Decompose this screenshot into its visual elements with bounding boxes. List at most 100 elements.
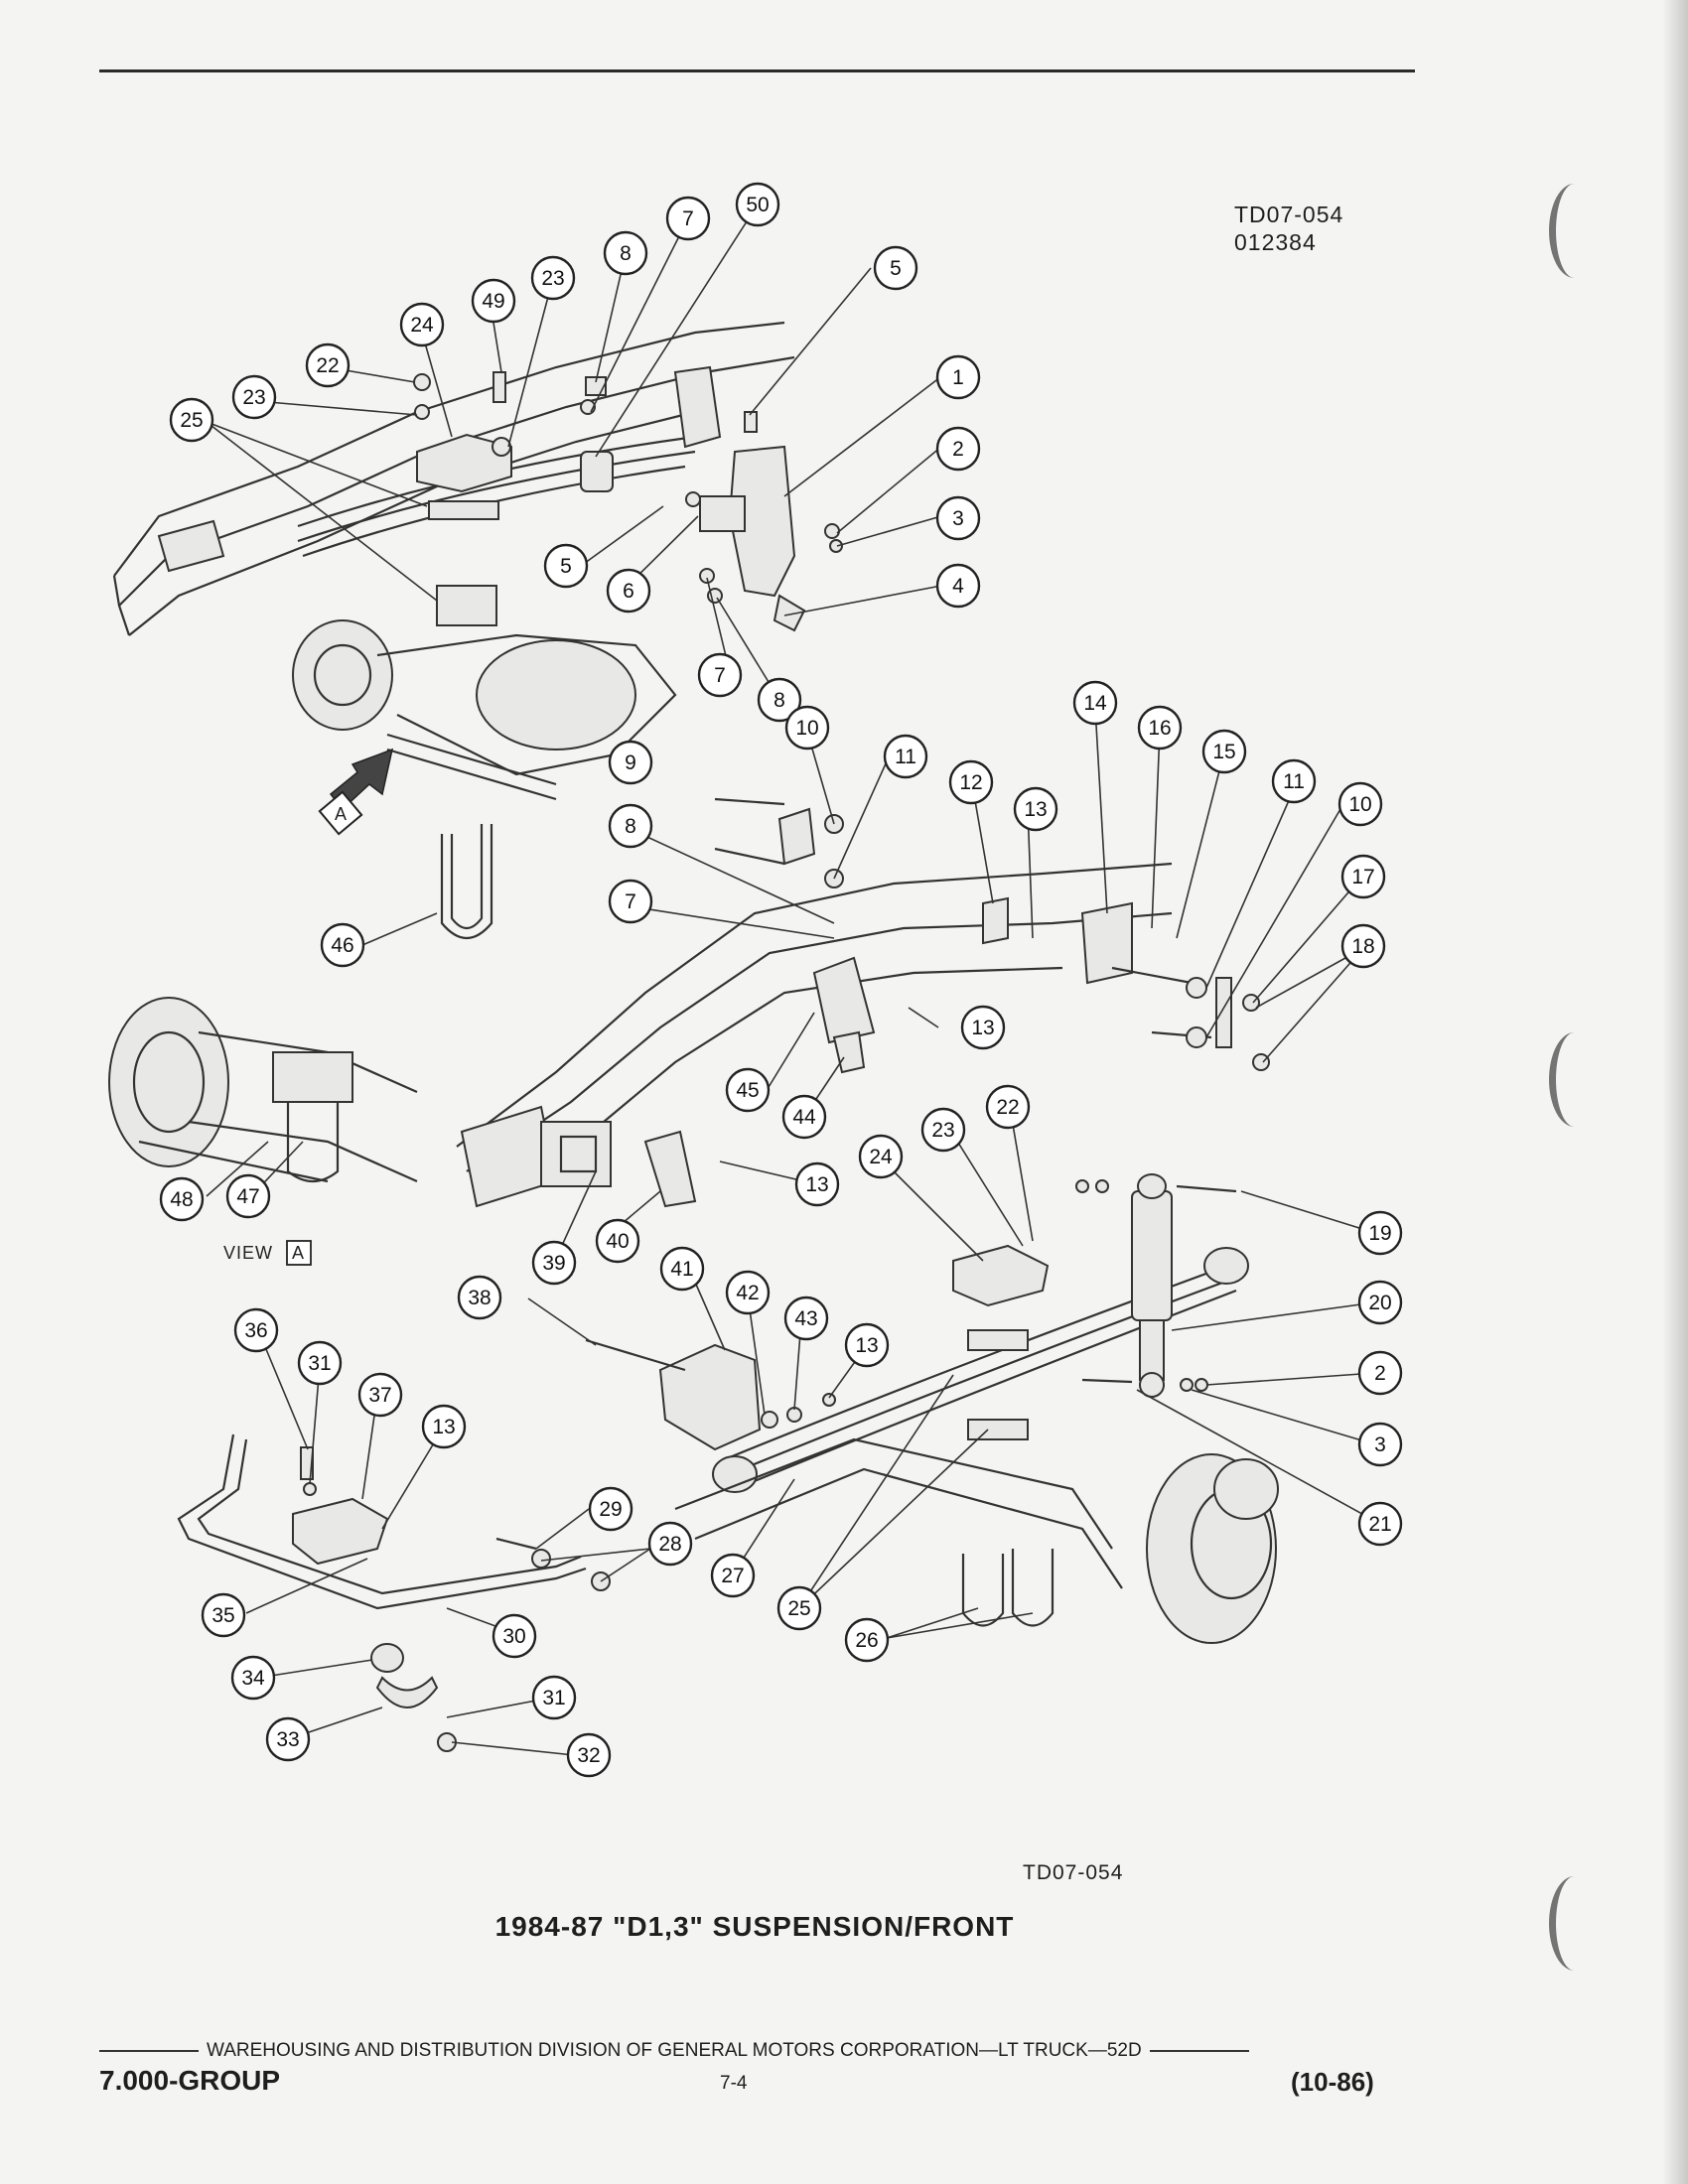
callout-13-stabilizer: 13 (421, 1404, 467, 1449)
callout-10-right: 10 (1337, 781, 1383, 827)
page-edge-shadow (1662, 0, 1688, 2184)
svg-text:37: 37 (368, 1384, 391, 1407)
callout-10-mid: 10 (784, 705, 830, 751)
svg-text:27: 27 (721, 1565, 744, 1587)
callout-4: 4 (935, 563, 981, 609)
view-a-detail (108, 997, 418, 1183)
figure-caption-row: 1984-87 "D1,3" SUSPENSION/FRONT (0, 1911, 1688, 1943)
svg-text:47: 47 (236, 1185, 259, 1208)
svg-text:26: 26 (855, 1629, 878, 1652)
callout-8-lower: 8 (608, 803, 653, 849)
callout-23-lower: 23 (920, 1107, 966, 1153)
callout-37: 37 (357, 1372, 403, 1418)
callout-24-lower: 24 (858, 1134, 904, 1179)
binder-hole-top (1549, 184, 1600, 278)
callout-45: 45 (725, 1067, 771, 1113)
callout-19: 19 (1357, 1210, 1403, 1256)
svg-text:10: 10 (1348, 793, 1371, 816)
callout-41: 41 (659, 1246, 705, 1292)
svg-text:2: 2 (952, 438, 964, 461)
svg-text:11: 11 (895, 746, 916, 768)
svg-text:35: 35 (211, 1604, 234, 1627)
callout-44: 44 (781, 1094, 827, 1140)
callout-3-lower: 3 (1357, 1422, 1403, 1467)
svg-text:32: 32 (577, 1744, 600, 1767)
callout-31-lower: 31 (531, 1675, 577, 1720)
callout-23-top: 23 (530, 255, 576, 301)
svg-text:39: 39 (542, 1252, 565, 1275)
svg-text:48: 48 (170, 1188, 193, 1211)
lower-brackets (643, 807, 1133, 1208)
svg-text:8: 8 (625, 815, 636, 838)
callout-48: 48 (159, 1176, 205, 1222)
svg-text:25: 25 (180, 409, 203, 432)
drawing-date-code: 012384 (1234, 229, 1317, 255)
callout-18: 18 (1340, 923, 1386, 969)
view-label-text: VIEW (223, 1243, 273, 1263)
svg-text:13: 13 (971, 1017, 994, 1039)
svg-text:28: 28 (658, 1533, 681, 1556)
svg-text:45: 45 (736, 1079, 759, 1102)
svg-text:17: 17 (1351, 866, 1374, 888)
callout-22-top: 22 (305, 342, 351, 388)
svg-text:8: 8 (774, 689, 785, 712)
upper-u-bolt (440, 824, 493, 939)
callout-11-right: 11 (1271, 758, 1317, 804)
svg-text:7: 7 (625, 890, 636, 913)
svg-text:23: 23 (541, 267, 564, 290)
callout-15: 15 (1201, 729, 1247, 774)
svg-text:22: 22 (996, 1096, 1019, 1119)
callout-2-lower: 2 (1357, 1350, 1403, 1396)
view-a-arrow-letter: A (335, 804, 348, 824)
svg-text:24: 24 (410, 314, 434, 337)
callout-35: 35 (201, 1592, 246, 1638)
callout-13-bracket: 13 (794, 1161, 840, 1207)
svg-text:19: 19 (1368, 1222, 1391, 1245)
svg-text:50: 50 (746, 194, 769, 216)
svg-text:7: 7 (714, 664, 726, 687)
figure-code: TD07-054 (1023, 1861, 1124, 1884)
callout-42: 42 (725, 1270, 771, 1315)
svg-text:13: 13 (1024, 798, 1047, 821)
callout-30: 30 (492, 1613, 537, 1659)
callout-13-frame: 13 (960, 1005, 1006, 1050)
svg-text:20: 20 (1368, 1292, 1391, 1314)
callout-7-lower: 7 (608, 879, 653, 924)
footer-publisher-row: WAREHOUSING AND DISTRIBUTION DIVISION OF… (99, 2040, 1380, 2062)
callout-32: 32 (566, 1732, 612, 1778)
svg-text:9: 9 (625, 751, 636, 774)
lower-spring-seat (952, 1244, 1050, 1440)
svg-text:44: 44 (792, 1106, 816, 1129)
callout-13-upper: 13 (1013, 786, 1058, 832)
svg-text:41: 41 (670, 1258, 693, 1281)
callout-14: 14 (1072, 680, 1118, 726)
callout-28: 28 (647, 1521, 693, 1567)
callout-50: 50 (735, 182, 780, 227)
callout-38: 38 (457, 1275, 502, 1320)
callout-22-lower: 22 (985, 1084, 1031, 1130)
callout-balloons: 50 7 8 23 49 24 22 23 25 5 1 2 3 4 5 6 7… (159, 182, 1403, 1778)
callout-5-top: 5 (873, 245, 918, 291)
figure-caption: 1984-87 "D1,3" SUSPENSION/FRONT (494, 1911, 1015, 1942)
svg-text:25: 25 (787, 1597, 810, 1620)
svg-text:11: 11 (1283, 770, 1305, 793)
callout-33: 33 (265, 1716, 311, 1762)
svg-text:30: 30 (502, 1625, 525, 1648)
svg-text:5: 5 (560, 555, 572, 578)
header-rule (99, 69, 1415, 72)
callout-25-lower: 25 (776, 1585, 822, 1631)
svg-text:31: 31 (542, 1687, 565, 1709)
callout-27: 27 (710, 1553, 756, 1598)
callout-21: 21 (1357, 1501, 1403, 1547)
callout-46: 46 (320, 922, 365, 968)
svg-text:12: 12 (959, 771, 982, 794)
upper-spring-seat (416, 433, 512, 626)
callout-6: 6 (606, 568, 651, 614)
footer-group: 7.000-GROUP (99, 2065, 281, 2096)
footer-revision: (10-86) (1291, 2067, 1374, 2097)
callout-23-left: 23 (231, 374, 277, 420)
svg-text:38: 38 (468, 1287, 491, 1309)
svg-text:23: 23 (242, 386, 265, 409)
drawing-code-block: TD07-054 012384 (1234, 201, 1343, 256)
